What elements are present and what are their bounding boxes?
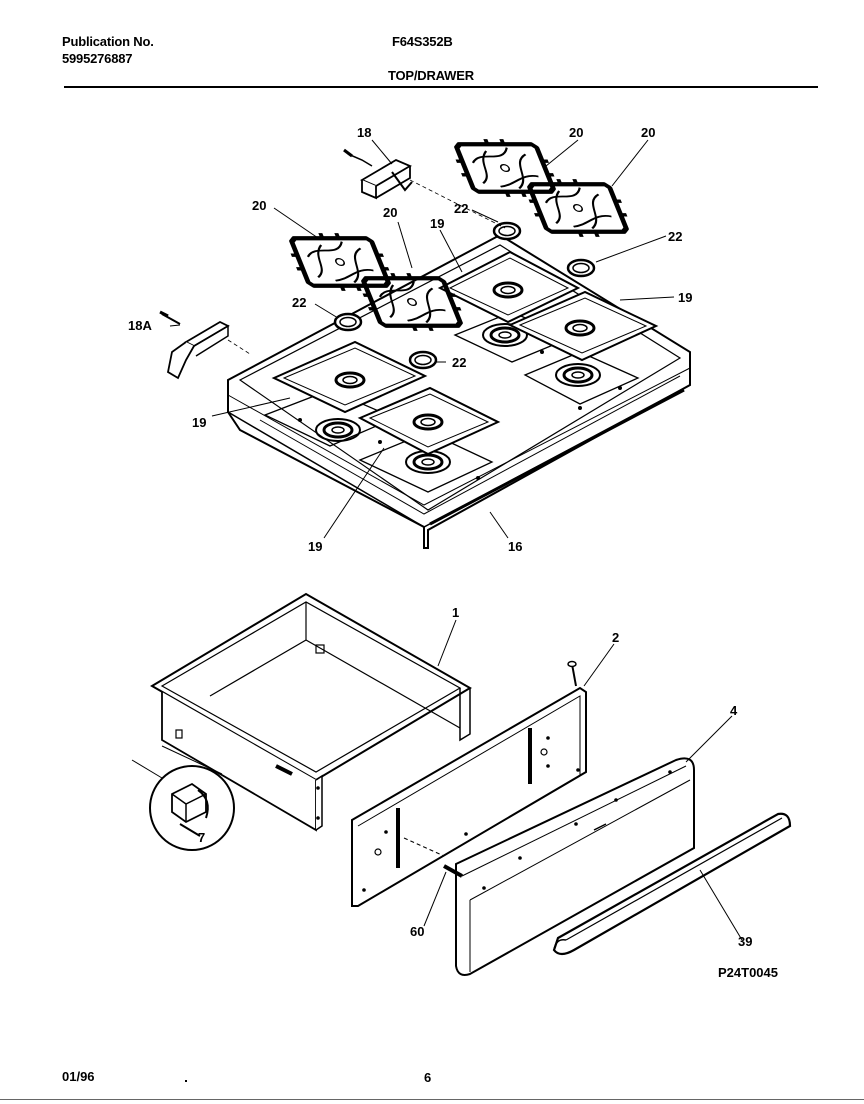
callout-22-c: 22	[292, 295, 306, 310]
figure-code: P24T0045	[718, 965, 778, 980]
handle-part-39	[552, 812, 792, 956]
callout-19-a: 19	[430, 216, 444, 231]
callout-20-a: 20	[569, 125, 583, 140]
drawer-part-1	[150, 592, 472, 832]
callout-39: 39	[738, 934, 752, 949]
grate-rear-right	[520, 179, 635, 237]
section-title: TOP/DRAWER	[388, 68, 474, 83]
bracket-part-18	[343, 148, 506, 229]
drawer-front-part-4	[455, 757, 695, 976]
callout-2: 2	[612, 630, 619, 645]
callout-60: 60	[410, 924, 424, 939]
publication-label: Publication No.	[62, 34, 154, 49]
drip-ring-left	[333, 312, 363, 332]
grate-rear-left	[447, 139, 562, 197]
callout-20-c: 20	[252, 198, 266, 213]
drip-ring-rear	[492, 221, 522, 241]
callout-16: 16	[508, 539, 522, 554]
burner-plate-front-right	[357, 386, 501, 456]
callout-22-b: 22	[668, 229, 682, 244]
callout-20-b: 20	[641, 125, 655, 140]
callout-19-c: 19	[192, 415, 206, 430]
drawer-stop-part-7	[131, 745, 235, 851]
callout-22-a: 22	[454, 201, 468, 216]
callout-20-d: 20	[383, 205, 397, 220]
publication-number: 5995276887	[62, 51, 133, 66]
header-rule	[64, 86, 818, 88]
bracket-part-18a	[159, 310, 251, 380]
callout-7: 7	[198, 830, 205, 845]
burner-plate-rear-right	[507, 290, 659, 362]
burner-plate-rear-left	[437, 250, 581, 324]
footer-dot	[185, 1080, 187, 1082]
footer-date: 01/96	[62, 1069, 95, 1084]
model-number: F64S352B	[392, 34, 453, 49]
callout-18a: 18A	[128, 318, 152, 333]
drawer-leader-lines	[403, 619, 743, 941]
callout-19-d: 19	[308, 539, 322, 554]
callout-1: 1	[452, 605, 459, 620]
top-leader-lines	[169, 139, 675, 539]
grate-front-left	[282, 233, 397, 291]
callout-19-b: 19	[678, 290, 692, 305]
bottom-rule	[0, 1099, 864, 1100]
screw-part-60	[443, 864, 463, 878]
burner-plate-front-left	[271, 340, 428, 414]
callout-18: 18	[357, 125, 371, 140]
drawer-panel-part-2	[351, 660, 587, 907]
footer-page-number: 6	[424, 1070, 432, 1085]
drip-ring-center	[408, 350, 438, 370]
drip-ring-right	[566, 258, 596, 278]
callout-22-d: 22	[452, 355, 466, 370]
callout-4: 4	[730, 703, 738, 718]
